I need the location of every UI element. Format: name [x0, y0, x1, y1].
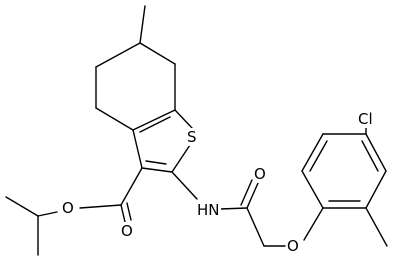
bond-ring-methyl	[139, 5, 146, 44]
bond-ring-c6-c5	[95, 42, 141, 68]
bond-co-o-double-b	[240, 179, 253, 206]
bond-ring-c6-c7	[139, 42, 176, 65]
bond-o-aryl	[303, 207, 324, 241]
bond-c3-c3a	[132, 129, 143, 169]
amide-oxygen-label-bg	[253, 165, 266, 183]
bond-c3-ester-c	[120, 167, 143, 206]
bond-nh-co	[219, 207, 248, 210]
bond-ester-c-o-double-b	[126, 202, 132, 221]
bond-ar-c1-c2	[301, 170, 324, 209]
bond-ar-c4-c5-inner	[361, 140, 379, 172]
sulfur-label-bg	[186, 128, 200, 146]
ether-oxygen-label-bg	[286, 237, 300, 255]
bond-s-c2	[171, 144, 191, 173]
ether-oxygen-atom-label: O	[287, 237, 299, 255]
ester-alkoxy-oxygen-label-bg	[61, 199, 75, 217]
bond-o-isopropyl	[37, 211, 58, 217]
bond-ar-c5-c6	[365, 170, 387, 209]
bond-ar-c2-c3-inner	[309, 140, 328, 172]
chlorine-label-bg	[358, 110, 378, 128]
sulfur-atom-label: S	[187, 128, 197, 146]
bond-c3a-c7a	[132, 109, 176, 131]
bond-isopropyl-me-a	[5, 196, 39, 217]
bond-ar-c6-methyl	[365, 207, 388, 247]
bond-co-ch2	[246, 207, 265, 247]
ester-carbonyl-oxygen-label-bg	[120, 222, 134, 240]
bond-c2-c3	[141, 167, 173, 173]
bond-ring-c4-c3a	[95, 107, 134, 131]
bond-ar-c4-c5	[365, 133, 387, 172]
bond-c3a-c7a-inner	[139, 116, 171, 133]
amide-nh-label-bg	[197, 201, 221, 219]
bond-ester-c-o-single	[79, 204, 122, 209]
bond-c2-c3-inner	[145, 160, 167, 165]
bond-ar-c2-c3	[301, 133, 324, 172]
amide-nh-atom-label: HN	[197, 201, 220, 219]
ester-alkoxy-oxygen-atom-label: O	[62, 199, 74, 217]
bond-co-o-double-a	[246, 182, 259, 209]
amide-oxygen-atom-label: O	[254, 165, 266, 183]
ester-carbonyl-oxygen-atom-label: O	[121, 222, 133, 240]
chlorine-atom-label: Cl	[358, 110, 373, 128]
bond-ester-c-o-double-a	[120, 204, 126, 223]
bond-c2-nh	[171, 171, 198, 200]
bond-c7a-s	[174, 109, 193, 129]
